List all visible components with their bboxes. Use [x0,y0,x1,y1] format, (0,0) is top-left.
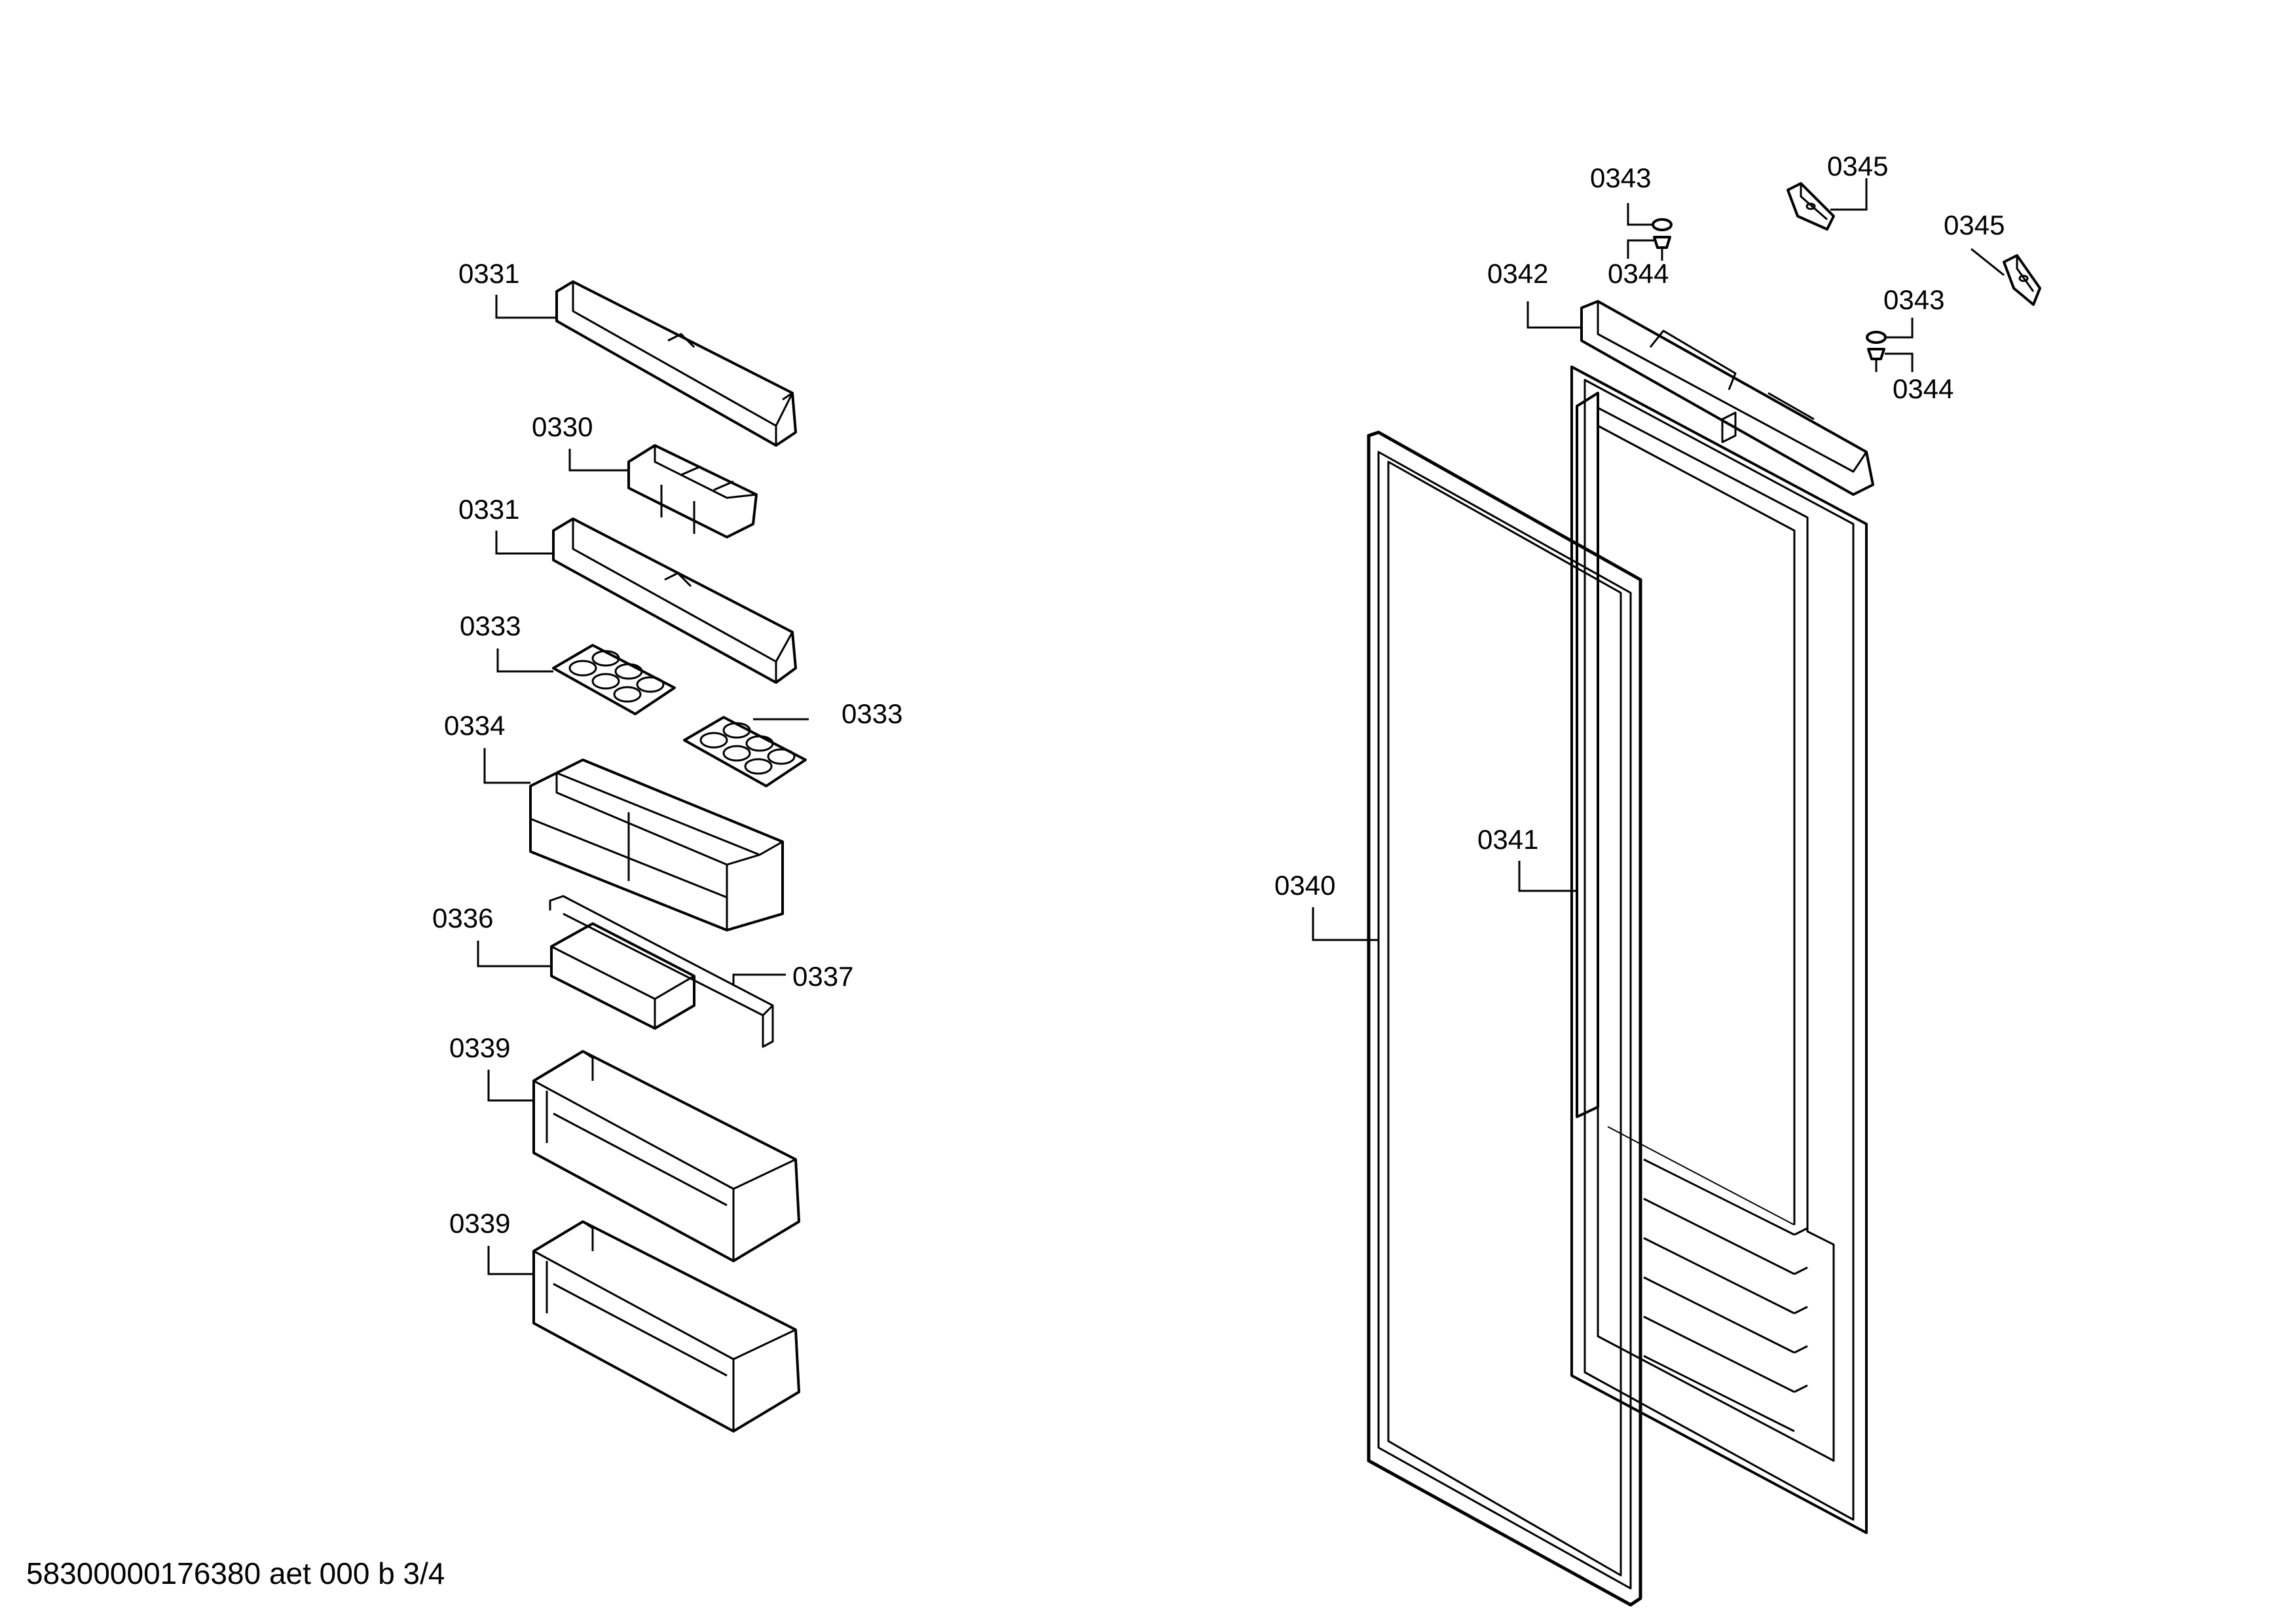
part-0342-hinge-bracket [1580,300,1874,496]
part-0340-door-gasket [1367,430,1642,1607]
part-door-inner-panel [1570,366,1868,1534]
leader-0341 [1518,861,1577,892]
leader-0339-lower [487,1246,534,1275]
part-0343-washer-right [1866,331,1887,344]
label-0339-upper: 0339 [449,1032,510,1063]
leader-0344-right [1885,352,1914,372]
leader-0337 [732,973,786,986]
part-0331-door-shelf-middle [552,517,797,684]
label-0331-top: 0331 [458,258,519,289]
label-0336: 0336 [432,903,493,933]
part-0344-screw-right [1867,348,1885,372]
label-0342: 0342 [1487,258,1548,289]
label-0343-right: 0343 [1883,284,1944,315]
label-0333-left: 0333 [460,610,521,641]
leader-0342 [1527,301,1582,329]
part-0345-hinge-plate-upper [1787,182,1835,231]
part-0339-door-bin-upper [532,1050,800,1262]
part-0343-washer-upper [1652,218,1673,231]
part-0345-hinge-plate-right [2003,254,2041,306]
part-0339-door-bin-lower [532,1220,800,1433]
label-0345-right: 0345 [1944,210,2005,240]
part-0330-divider-tray [627,444,758,538]
label-0344-upper: 0344 [1608,258,1669,289]
label-0337: 0337 [792,961,853,992]
part-0331-door-shelf-top [555,280,797,447]
label-0344-right: 0344 [1893,373,1953,404]
part-0344-screw-upper [1653,236,1671,261]
leader-0345-right [1971,248,2005,276]
leader-0331-top [495,295,557,319]
label-0341: 0341 [1477,824,1538,855]
leader-0336 [477,941,551,967]
leader-0344-upper [1627,239,1654,259]
label-0331-middle: 0331 [458,494,519,525]
leader-0345-upper [1830,178,1868,211]
document-id: 58300000176380 aet 000 b 3/4 [26,1556,445,1590]
part-0333-egg-tray-right [683,716,807,787]
leader-0330 [568,449,629,472]
part-0341-door-frame-rail [1576,392,1599,1118]
label-0330: 0330 [532,411,593,442]
label-0340: 0340 [1274,870,1335,901]
part-0337-rail [549,895,774,1048]
leader-0339-upper [487,1070,534,1102]
part-0334-covered-compartment [529,759,784,931]
label-0343-upper: 0343 [1590,162,1651,193]
leader-0331-middle [495,531,553,555]
leader-0340 [1312,907,1379,941]
leader-0333-left [496,648,553,673]
leader-0343-upper [1627,203,1653,226]
leader-0343-right [1886,318,1914,339]
leader-0334 [483,748,530,784]
label-0339-lower: 0339 [449,1208,510,1239]
label-0333-right: 0333 [842,698,902,729]
label-0345-upper: 0345 [1827,151,1888,181]
part-0336-small-tray [550,922,695,1030]
label-0334: 0334 [444,710,505,741]
part-0333-egg-tray-left [552,644,676,715]
